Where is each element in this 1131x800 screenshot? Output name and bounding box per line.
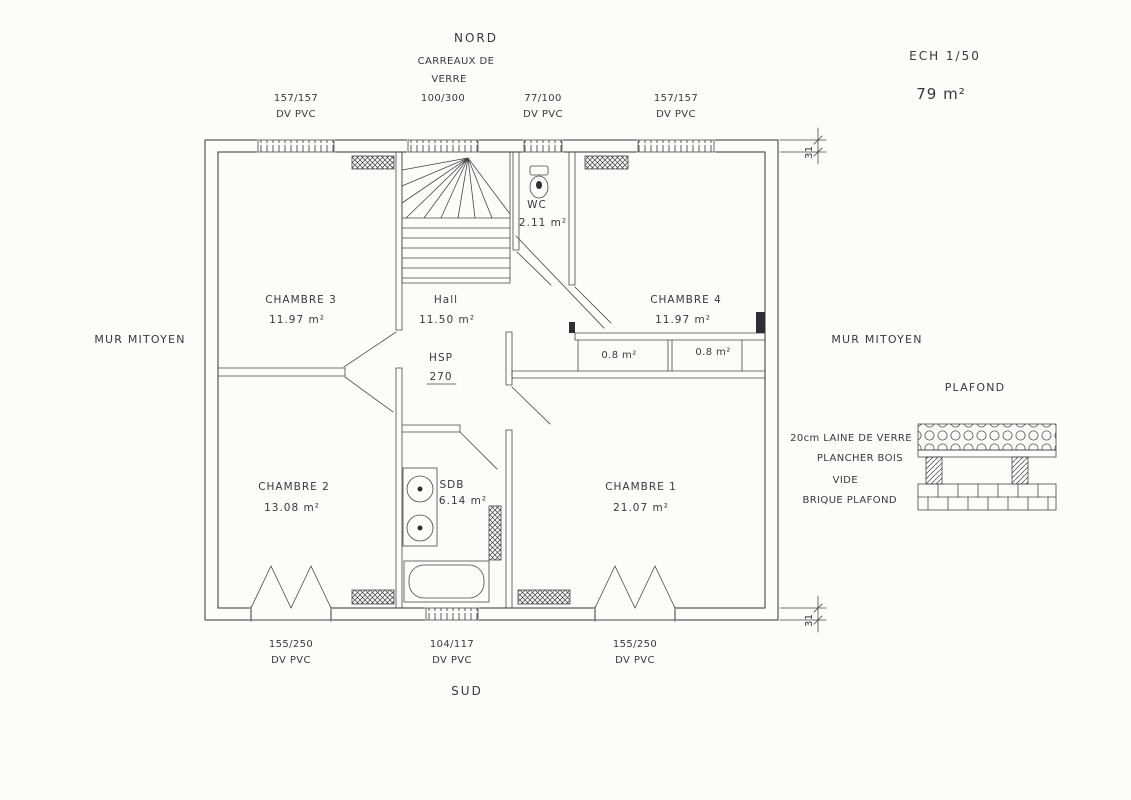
washbasin (406, 475, 434, 503)
toilet (529, 165, 549, 199)
window-size-top-4: 157/157 (654, 93, 698, 104)
door-chambre1 (511, 386, 551, 425)
exterior-walls (204, 139, 779, 621)
window-type-bottom-1: DV PVC (271, 655, 311, 666)
dimension-value-bottom: 31 (804, 613, 815, 627)
door-chambre2 (344, 376, 394, 413)
dimension-value-top: 31 (804, 145, 815, 159)
room-name-chambre4: CHAMBRE 4 (650, 294, 722, 306)
vanity-counter (402, 467, 438, 547)
closet-area-right: 0.8 m² (695, 347, 730, 358)
door-chambre4 (574, 286, 612, 324)
radiator (351, 589, 395, 605)
radiator (351, 155, 395, 170)
french-window-bottom-1 (250, 565, 332, 622)
dimension-top-right (779, 127, 827, 165)
glass-block-note-line1: CARREAUX DE (418, 56, 495, 67)
closet-area-left: 0.8 m² (601, 350, 636, 361)
washbasin (406, 514, 434, 542)
window-type-bottom-2: DV PVC (432, 655, 472, 666)
window-bottom-2 (425, 607, 479, 621)
ceiling-section-detail (917, 423, 1057, 511)
door-swings (343, 235, 612, 470)
interior-walls (217, 151, 766, 609)
window-type-top-4: DV PVC (656, 109, 696, 120)
room-name-chambre2: CHAMBRE 2 (258, 481, 330, 493)
ceiling-layer-insulation: 20cm LAINE DE VERRE (790, 433, 912, 444)
door-chambre3 (343, 331, 397, 368)
window-size-top-2: 100/300 (421, 93, 465, 104)
room-area-hall: 11.50 m² (419, 314, 475, 326)
ceiling-layer-brick: BRIQUE PLAFOND (802, 495, 897, 506)
glass-block-note-line2: VERRE (431, 74, 466, 85)
ceiling-layer-wood-floor: PLANCHER BOIS (817, 453, 903, 464)
brick-layer (917, 483, 1057, 511)
total-area-label: 79 m² (916, 85, 965, 103)
dimension-bottom-right (779, 595, 827, 633)
party-wall-label-left: MUR MITOYEN (94, 333, 185, 346)
room-name-chambre1: CHAMBRE 1 (605, 481, 677, 493)
joist (925, 456, 943, 485)
window-top-2-glass-blocks (407, 139, 479, 153)
joist (1011, 456, 1029, 485)
door-jamb-mark (569, 322, 575, 333)
room-area-wc: 2.11 m² (519, 217, 567, 229)
room-name-hall: Hall (434, 294, 458, 306)
door-wc (516, 251, 552, 286)
window-type-top-3: DV PVC (523, 109, 563, 120)
door-jamb-mark (756, 312, 765, 333)
door-swing-diagonal (515, 235, 605, 329)
room-area-chambre1: 21.07 m² (613, 502, 669, 514)
room-name-sdb: SDB (440, 479, 465, 491)
staircase (401, 151, 511, 284)
window-top-3 (523, 139, 563, 153)
ceiling-layer-void: VIDE (833, 475, 858, 486)
radiators (351, 155, 629, 605)
bathroom-fixtures (402, 467, 502, 603)
window-size-bottom-3: 155/250 (613, 639, 657, 650)
label-south: SUD (451, 684, 483, 698)
closets (569, 312, 765, 372)
room-area-chambre3: 11.97 m² (269, 314, 325, 326)
wood-floor-layer (917, 449, 1057, 458)
bathtub (403, 560, 490, 603)
window-top-4 (637, 139, 715, 153)
room-area-sdb: 6.14 m² (439, 495, 487, 507)
room-name-chambre3: CHAMBRE 3 (265, 294, 337, 306)
window-size-bottom-2: 104/117 (430, 639, 474, 650)
door-sdb (459, 431, 498, 470)
window-top-1 (257, 139, 335, 153)
label-north: NORD (454, 31, 498, 45)
room-area-chambre2: 13.08 m² (264, 502, 320, 514)
party-wall-label-right: MUR MITOYEN (831, 333, 922, 346)
ceiling-height-value: 270 (429, 371, 452, 383)
window-size-top-1: 157/157 (274, 93, 318, 104)
french-window-bottom-3 (594, 565, 676, 622)
room-area-chambre4: 11.97 m² (655, 314, 711, 326)
radiator (517, 589, 571, 605)
window-type-top-1: DV PVC (276, 109, 316, 120)
insulation-layer (917, 423, 1057, 451)
window-size-top-3: 77/100 (524, 93, 562, 104)
radiator (584, 155, 629, 170)
room-name-wc: WC (527, 199, 547, 211)
towel-radiator (488, 505, 502, 561)
scale-label: ECH 1/50 (909, 49, 981, 63)
ceiling-detail-title: PLAFOND (945, 381, 1006, 394)
window-size-bottom-1: 155/250 (269, 639, 313, 650)
window-type-bottom-3: DV PVC (615, 655, 655, 666)
ceiling-height-label: HSP (429, 352, 453, 364)
